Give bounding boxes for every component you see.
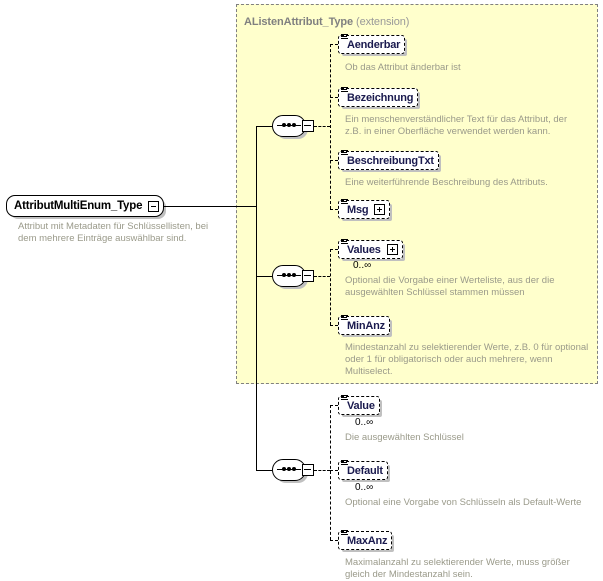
extension-group-panel: [236, 4, 598, 384]
sequence-collapse-icon[interactable]: [302, 120, 314, 132]
element-label-values: Values: [347, 243, 381, 256]
element-lines-icon: [341, 150, 348, 156]
element-description-values: Optional die Vorgabe einer Werteliste, a…: [345, 275, 555, 298]
root-type-label: AttributMultiEnum_Type: [14, 200, 143, 212]
element-label-default: Default: [347, 464, 383, 477]
minus-icon[interactable]: [148, 200, 160, 212]
element-description-value: Die ausgewählten Schlüssel: [345, 432, 464, 443]
element-lines-icon: [341, 530, 348, 536]
branch-bus-2: [330, 249, 331, 325]
element-label-bezeichnung: Bezeichnung: [347, 91, 414, 104]
cardinality-values: 0..∞: [353, 260, 372, 271]
element-node-msg[interactable]: Msg: [338, 199, 391, 219]
element-lines-icon: [341, 239, 348, 245]
connector-branch-maxanz: [330, 540, 338, 541]
element-node-values[interactable]: Values: [338, 239, 403, 259]
connector-branch-beschreibungtxt: [330, 160, 338, 161]
connector-branch-msg: [330, 209, 338, 210]
element-node-aenderbar[interactable]: Aenderbar: [338, 34, 406, 54]
connector-trunk-to-seq1: [256, 126, 272, 127]
element-label-msg: Msg: [347, 203, 369, 216]
element-description-aenderbar: Ob das Attribut änderbar ist: [345, 62, 461, 73]
sequence-collapse-icon[interactable]: [302, 270, 314, 282]
connector-branch-minanz: [330, 325, 338, 326]
element-label-minanz: MinAnz: [347, 319, 385, 332]
root-type-node[interactable]: AttributMultiEnum_Type: [6, 195, 164, 217]
extension-group-title: AListenAttribut_Type (extension): [244, 16, 409, 28]
element-description-beschreibungtxt: Eine weiterführende Beschreibung des Att…: [345, 177, 548, 188]
element-label-aenderbar: Aenderbar: [347, 38, 401, 51]
connector-trunk-to-seq2: [256, 276, 272, 277]
cardinality-default: 0..∞: [355, 482, 374, 493]
element-node-bezeichnung[interactable]: Bezeichnung: [338, 87, 419, 107]
element-label-beschreibungtxt: BeschreibungTxt: [347, 154, 434, 167]
root-type-description: Attribut mit Metadaten für Schlüssellist…: [18, 221, 209, 244]
element-label-value: Value: [347, 399, 375, 412]
sequence-compositor-1[interactable]: [272, 115, 318, 137]
sequence-collapse-icon[interactable]: [302, 464, 314, 476]
branch-bus-1: [330, 44, 331, 209]
element-node-maxanz[interactable]: MaxAnz: [338, 530, 393, 550]
extension-group-kind: (extension): [356, 16, 410, 28]
sequence-dots-icon: [277, 123, 301, 127]
branch-bus-3: [330, 405, 331, 540]
element-description-default: Optional eine Vorgabe von Schlüsseln als…: [345, 497, 582, 508]
plus-icon[interactable]: [374, 204, 386, 215]
connector-trunk-to-seq3: [256, 470, 272, 471]
element-description-maxanz: Maximalanzahl zu selektierender Werte, m…: [345, 557, 570, 580]
element-node-value[interactable]: Value: [338, 395, 380, 415]
element-lines-icon: [341, 199, 348, 205]
sequence-dots-icon: [277, 467, 301, 471]
connector-root-to-trunk: [164, 206, 256, 207]
connector-branch-aenderbar: [330, 44, 338, 45]
element-label-maxanz: MaxAnz: [347, 534, 388, 547]
plus-icon[interactable]: [386, 244, 398, 255]
element-lines-icon: [341, 395, 348, 401]
element-lines-icon: [341, 460, 348, 466]
element-lines-icon: [341, 315, 348, 321]
element-description-minanz: Mindestanzahl zu selektierender Werte, z…: [345, 342, 589, 377]
connector-branch-values: [330, 249, 338, 250]
connector-seq1-out: [314, 126, 330, 127]
element-node-minanz[interactable]: MinAnz: [338, 315, 390, 335]
cardinality-value: 0..∞: [355, 417, 374, 428]
element-lines-icon: [341, 34, 348, 40]
sequence-compositor-3[interactable]: [272, 459, 318, 481]
connector-branch-value: [330, 405, 338, 406]
element-lines-icon: [341, 87, 348, 93]
connector-trunk: [256, 126, 257, 471]
connector-branch-default: [330, 470, 338, 471]
connector-seq2-out: [314, 276, 330, 277]
connector-branch-bezeichnung: [330, 97, 338, 98]
element-description-bezeichnung: Ein menschenverständlicher Text für das …: [345, 114, 568, 137]
sequence-dots-icon: [277, 273, 301, 277]
element-node-default[interactable]: Default: [338, 460, 388, 480]
element-node-beschreibungtxt[interactable]: BeschreibungTxt: [338, 150, 439, 170]
sequence-compositor-2[interactable]: [272, 265, 318, 287]
connector-seq3-out: [314, 470, 330, 471]
extension-group-type-name: AListenAttribut_Type: [244, 16, 354, 28]
